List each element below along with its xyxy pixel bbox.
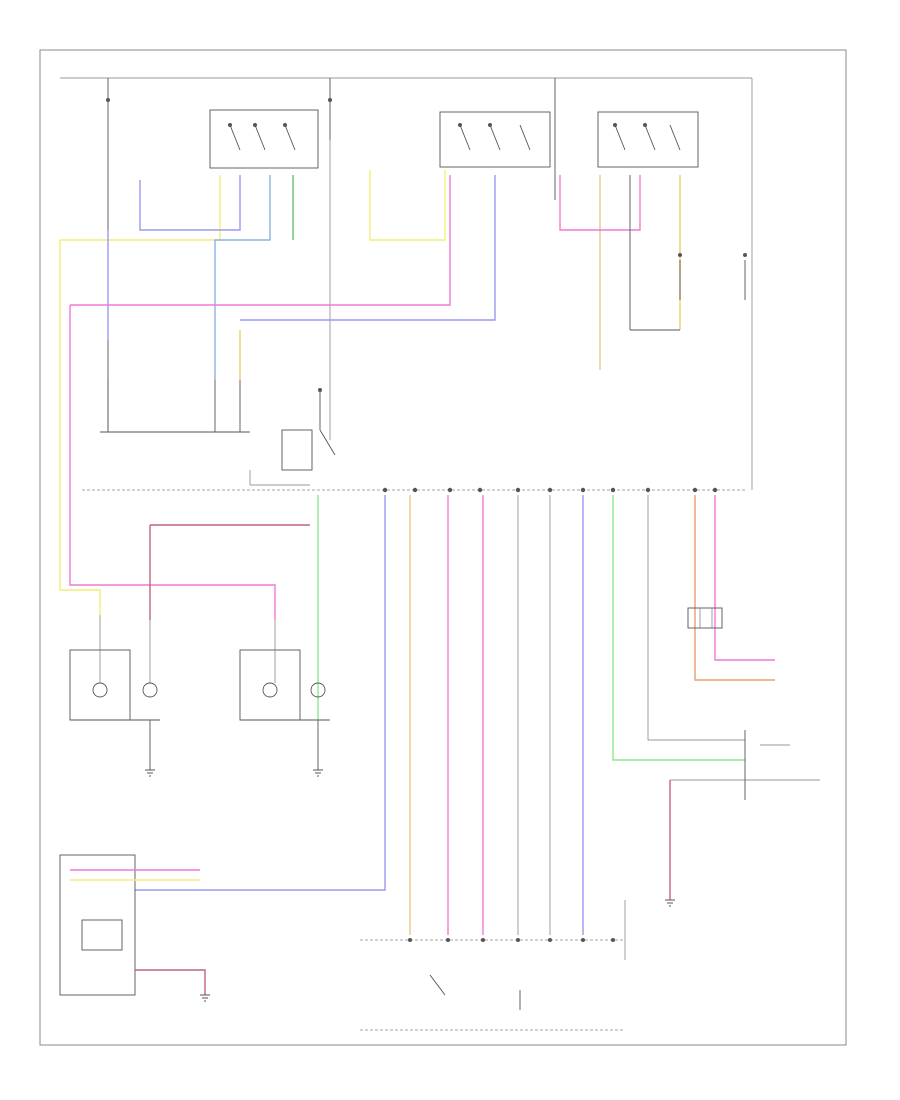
ground-bus (100, 380, 250, 433)
lower-switch-block (360, 900, 626, 1031)
ground-symbols (145, 769, 675, 1002)
right-connector-block (687, 607, 723, 629)
colored-wires-upper (59, 170, 681, 620)
fuse-feeds (106, 78, 556, 440)
right-multi-switch (744, 730, 820, 800)
relay-box-left (209, 109, 319, 169)
right-lamp-assembly (239, 620, 330, 770)
lower-left-module (59, 854, 206, 996)
diagram-frame (39, 49, 847, 1046)
right-switch-stack (629, 175, 747, 331)
center-switch (249, 388, 336, 486)
connector-pin-row (382, 487, 718, 493)
relay-box-center (439, 111, 551, 168)
relay-box-right (597, 111, 699, 168)
colored-wires-lower (135, 495, 775, 935)
left-lamp-assembly (69, 615, 160, 770)
